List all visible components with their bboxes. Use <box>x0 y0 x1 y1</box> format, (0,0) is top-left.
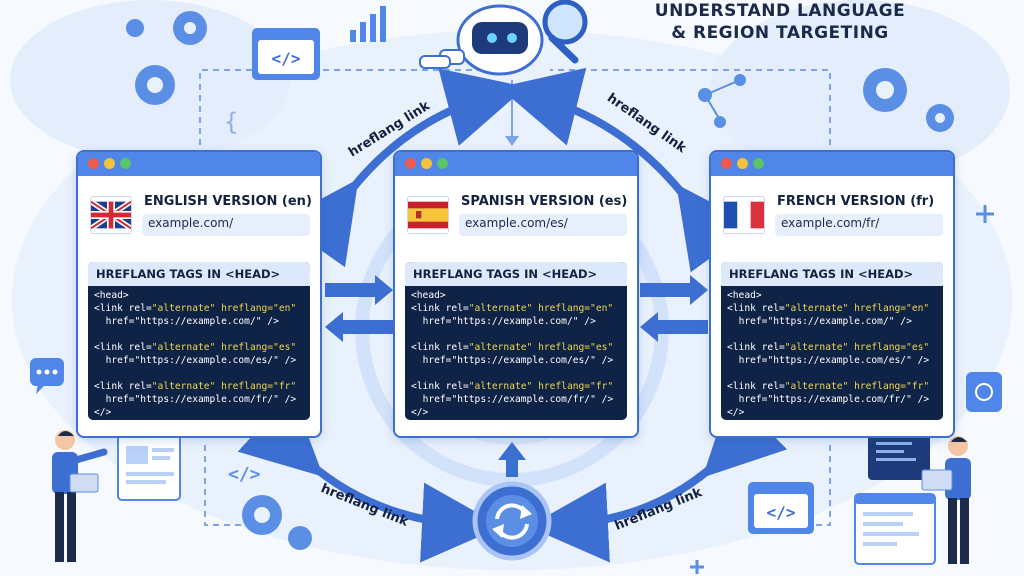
maximize-dot-icon <box>120 158 131 169</box>
france-flag-icon <box>723 196 765 234</box>
gear-icon <box>126 11 207 105</box>
hreflang-tags-panel: HREFLANG TAGS IN <HEAD> <head> <link rel… <box>88 262 310 420</box>
spain-flag-icon <box>407 196 449 234</box>
page-url: example.com/fr/ <box>775 214 943 236</box>
hreflang-arrow <box>498 67 756 273</box>
close-dot-icon <box>88 158 99 169</box>
minimize-dot-icon <box>421 158 432 169</box>
hreflang-arrow <box>528 392 788 563</box>
bar-chart-icon <box>350 6 386 42</box>
gear-icon <box>863 68 954 132</box>
magnifier-icon <box>542 0 588 64</box>
english-version-card: ENGLISH VERSION (en) example.com/ HREFLA… <box>76 150 322 438</box>
chat-bubble-icon <box>966 372 1002 412</box>
tags-heading: HREFLANG TAGS IN <HEAD> <box>721 262 943 286</box>
maximize-dot-icon <box>753 158 764 169</box>
person-with-laptop-icon <box>921 436 971 564</box>
hreflang-tags-panel: HREFLANG TAGS IN <HEAD> <head> <link rel… <box>721 262 943 420</box>
version-title: SPANISH VERSION (es) <box>461 194 628 209</box>
hreflang-arrow <box>640 275 708 342</box>
window-titlebar <box>395 152 637 176</box>
close-dot-icon <box>405 158 416 169</box>
code-block: <head> <link rel="alternate" hreflang="e… <box>411 290 614 418</box>
uk-flag-icon <box>90 196 132 234</box>
page-url: example.com/es/ <box>459 214 627 236</box>
browser-window-icon <box>854 493 936 565</box>
minimize-dot-icon <box>104 158 115 169</box>
window-titlebar <box>78 152 320 176</box>
maximize-dot-icon <box>437 158 448 169</box>
code-window-icon: </> <box>252 28 320 80</box>
svg-text:{: { <box>224 108 238 136</box>
sync-icon <box>472 481 552 561</box>
page-title: UNDERSTAND LANGUAGE & REGION TARGETING <box>654 1 906 43</box>
page-url: example.com/ <box>142 214 310 236</box>
version-title: FRENCH VERSION (fr) <box>777 194 935 209</box>
chat-bubble-icon <box>30 358 64 394</box>
hreflang-arrow <box>325 275 393 342</box>
tags-heading: HREFLANG TAGS IN <HEAD> <box>88 262 310 286</box>
french-version-card: FRENCH VERSION (fr) example.com/fr/ HREF… <box>709 150 955 438</box>
svg-text:</>: </> <box>272 49 301 68</box>
hreflang-arrow <box>279 68 526 268</box>
hreflang-tags-panel: HREFLANG TAGS IN <HEAD> <head> <link rel… <box>405 262 627 420</box>
robot-icon <box>419 4 544 76</box>
minimize-dot-icon <box>737 158 748 169</box>
hreflang-arrow <box>237 393 502 563</box>
code-block: <head> <link rel="alternate" hreflang="e… <box>94 290 297 418</box>
version-title: ENGLISH VERSION (en) <box>144 194 312 209</box>
code-block: <head> <link rel="alternate" hreflang="e… <box>727 290 930 418</box>
tags-heading: HREFLANG TAGS IN <HEAD> <box>405 262 627 286</box>
close-dot-icon <box>721 158 732 169</box>
browser-window-icon <box>868 432 930 480</box>
person-with-laptop-icon <box>52 430 108 562</box>
spanish-version-card: SPANISH VERSION (es) example.com/es/ HRE… <box>393 150 639 438</box>
window-titlebar <box>711 152 953 176</box>
